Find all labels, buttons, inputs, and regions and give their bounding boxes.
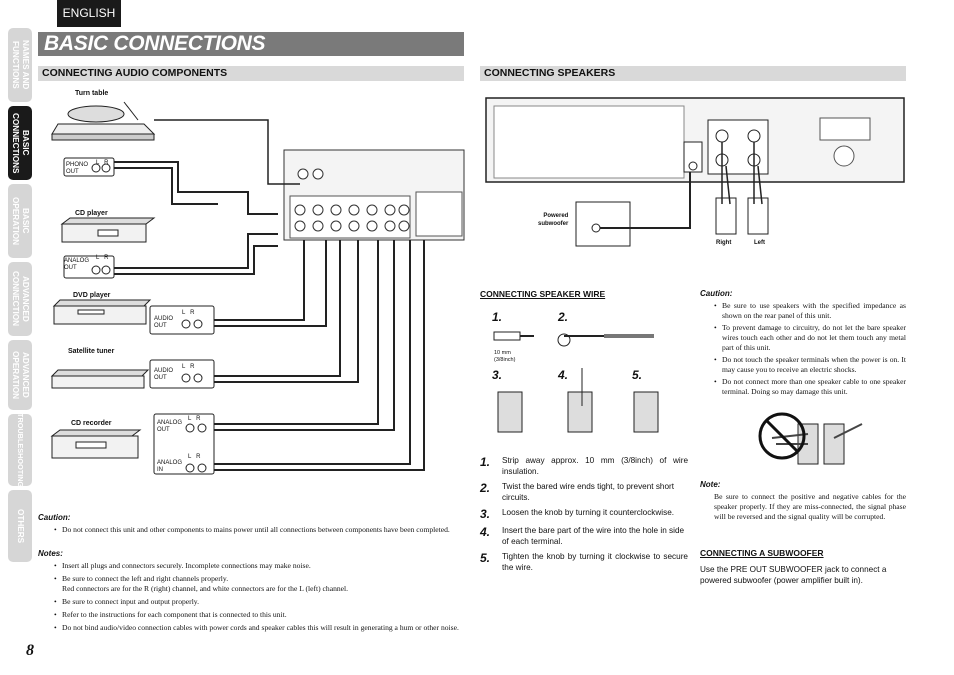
step-item: 3. Loosen the knob by turning it counter… — [480, 507, 675, 521]
no-sign-icon — [758, 412, 806, 460]
audio-out-label: AUDIO OUT — [154, 368, 174, 381]
side-tab-troubleshooting[interactable] — [8, 414, 32, 486]
notes-title: Notes: — [38, 549, 63, 558]
subwoofer-heading: CONNECTING A SUBWOOFER — [700, 548, 824, 558]
caution-item: To prevent damage to circuitry, do not l… — [714, 323, 906, 353]
section-bar — [480, 66, 906, 81]
side-tab-advanced-connection[interactable] — [8, 262, 32, 336]
step-item: 4. Insert the bare part of the wire into… — [480, 525, 685, 546]
section-heading-audio: CONNECTING AUDIO COMPONENTS — [42, 67, 228, 79]
caution-item: Be sure to use speakers with the specifi… — [714, 301, 906, 321]
caution-title: Caution: — [38, 513, 71, 522]
step-marker: 2. — [558, 310, 569, 324]
right-speaker-label: Right — [716, 240, 732, 246]
side-tab-label: ADVANCED CONNECTION — [11, 271, 30, 327]
cd-recorder-label: CD recorder — [71, 420, 112, 427]
page-number: 8 — [26, 642, 34, 659]
language-tab: ENGLISH — [57, 0, 121, 27]
dvd-player-label: DVD player — [73, 292, 111, 299]
section-heading-speakers: CONNECTING SPEAKERS — [484, 67, 616, 79]
phono-out-label: PHONO OUT — [66, 162, 89, 175]
caution-item: Do not touch the speaker terminals when … — [714, 355, 906, 375]
audio-out-label: AUDIO OUT — [154, 316, 174, 329]
caution-item: Do not connect more than one speaker cab… — [714, 377, 906, 397]
turntable-icon — [51, 101, 156, 141]
speaker-connection-diagram — [485, 97, 905, 247]
side-tab-label: ADVANCED OPERATION — [11, 350, 30, 400]
step-item: 2. Twist the bared wire ends tight, to p… — [480, 481, 675, 502]
note-item: Be sure to connect input and output prop… — [54, 597, 466, 607]
note-item: Do not bind audio/video connection cable… — [54, 623, 466, 633]
wire-length-label: 10 mm (3/8inch) — [494, 350, 516, 363]
side-tab-label: BASIC CONNECTIONS — [11, 112, 30, 174]
note-item: Insert all plugs and connectors securely… — [54, 561, 466, 571]
lr-label: L R — [182, 310, 195, 316]
powered-subwoofer-label: Powered subwoofer — [538, 213, 569, 227]
caution-item: Do not connect this unit and other compo… — [54, 525, 466, 535]
side-tab-names-and-functions[interactable] — [8, 28, 32, 102]
lr-label: L R — [188, 454, 201, 460]
satellite-tuner-label: Satellite tuner — [68, 348, 115, 355]
note-title: Note: — [700, 480, 721, 489]
left-speaker-label: Left — [754, 240, 765, 246]
dvd-player-icon — [52, 299, 152, 325]
cd-player-label: CD player — [75, 210, 108, 217]
note-item: Be sure to connect the left and right ch… — [54, 574, 466, 594]
satellite-tuner-icon — [50, 369, 150, 389]
section-bar — [38, 66, 464, 81]
caution-list: Do not connect this unit and other compo… — [52, 525, 466, 535]
side-tab-others[interactable] — [8, 490, 32, 562]
lr-label: L R — [182, 364, 195, 370]
step-marker: 1. — [492, 310, 503, 324]
page-title: BASIC CONNECTIONS — [44, 32, 266, 55]
steps-list: 1. Strip away approx. 10 mm (3/8inch) of… — [480, 455, 688, 573]
analog-out-label: ANALOG OUT — [64, 258, 90, 271]
side-tab-basic-connections[interactable] — [8, 106, 32, 180]
lr-label: L R — [96, 160, 109, 166]
analog-out-label: ANALOG OUT — [157, 420, 183, 433]
cd-player-icon — [60, 217, 156, 243]
step-item: 1. Strip away approx. 10 mm (3/8inch) of… — [480, 455, 688, 476]
amplifier-rear-panel — [283, 149, 465, 241]
analog-in-label: ANALOG IN — [157, 460, 183, 473]
audio-connection-diagram — [50, 101, 465, 475]
note-text: Be sure to connect the positive and nega… — [714, 492, 906, 521]
step-marker: 5. — [632, 368, 643, 382]
side-tab-basic-operation[interactable] — [8, 184, 32, 258]
side-tab-label: NAMES AND FUNCTIONS — [11, 40, 30, 90]
step-marker: 3. — [492, 368, 503, 382]
caution-title: Caution: — [700, 289, 733, 298]
side-tab-label: BASIC OPERATION — [11, 196, 30, 246]
prohibited-illustration — [758, 412, 863, 465]
turntable-label: Turn table — [75, 90, 109, 97]
notes-list: Insert all plugs and connectors securely… — [52, 561, 466, 633]
lr-label: L R — [96, 255, 109, 261]
lr-label: L R — [188, 416, 201, 422]
side-tab-label: TROUBLESHOOTING — [16, 412, 25, 488]
speaker-wire-heading: CONNECTING SPEAKER WIRE — [480, 289, 606, 299]
cd-recorder-icon — [50, 429, 142, 459]
step-item: 5. Tighten the knob by turning it clockw… — [480, 551, 688, 572]
side-tab-label: OTHERS — [16, 508, 25, 544]
step-marker: 4. — [558, 368, 569, 382]
side-tab-advanced-operation[interactable] — [8, 340, 32, 410]
title-bar — [38, 32, 464, 56]
subwoofer-text: Use the PRE OUT SUBWOOFER jack to connec… — [700, 565, 887, 585]
speaker-caution-list: Be sure to use speakers with the specifi… — [712, 301, 906, 397]
speaker-wire-steps-illustration — [493, 331, 659, 433]
note-item: Refer to the instructions for each compo… — [54, 610, 466, 620]
